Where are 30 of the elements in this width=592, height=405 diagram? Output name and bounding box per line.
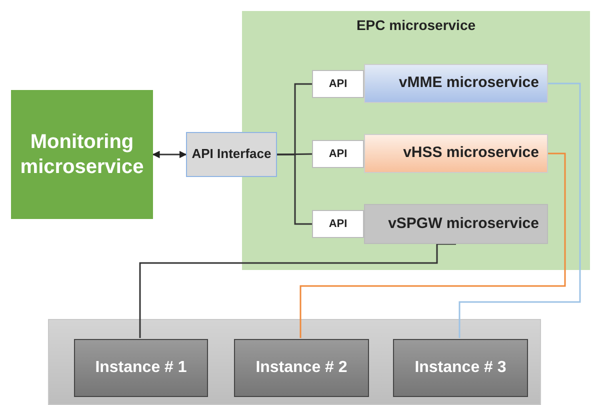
interface-box (186, 132, 277, 177)
service-box (364, 64, 548, 103)
instance-label: Instance # 3 (414, 358, 506, 378)
instance-box (393, 339, 528, 397)
connector (277, 154, 312, 225)
service-box (364, 204, 548, 244)
service-label: vSPGW microservice (388, 214, 539, 234)
connector (152, 150, 187, 158)
connector (139, 243, 456, 338)
service-label: Monitoring microservice (19, 130, 145, 180)
group-title: EPC microservice (356, 16, 476, 35)
service-label: vMME microservice (398, 73, 539, 94)
interface-label: API Interface (192, 146, 272, 163)
api-label: API (328, 146, 348, 162)
connector (300, 152, 566, 338)
api-label: API (328, 216, 348, 232)
group-panel (48, 319, 541, 405)
instance-label: Instance # 2 (256, 358, 348, 378)
api-label: API (328, 76, 348, 92)
api-box (312, 140, 364, 168)
connector (458, 82, 581, 338)
service-label: vHSS microservice (403, 143, 539, 164)
instance-label: Instance # 1 (95, 358, 187, 378)
connector (276, 153, 312, 156)
service-box (11, 90, 153, 219)
service-box (364, 134, 548, 173)
instance-box (74, 339, 208, 397)
api-box (312, 70, 364, 98)
api-box (312, 210, 364, 238)
instance-box (234, 339, 369, 397)
